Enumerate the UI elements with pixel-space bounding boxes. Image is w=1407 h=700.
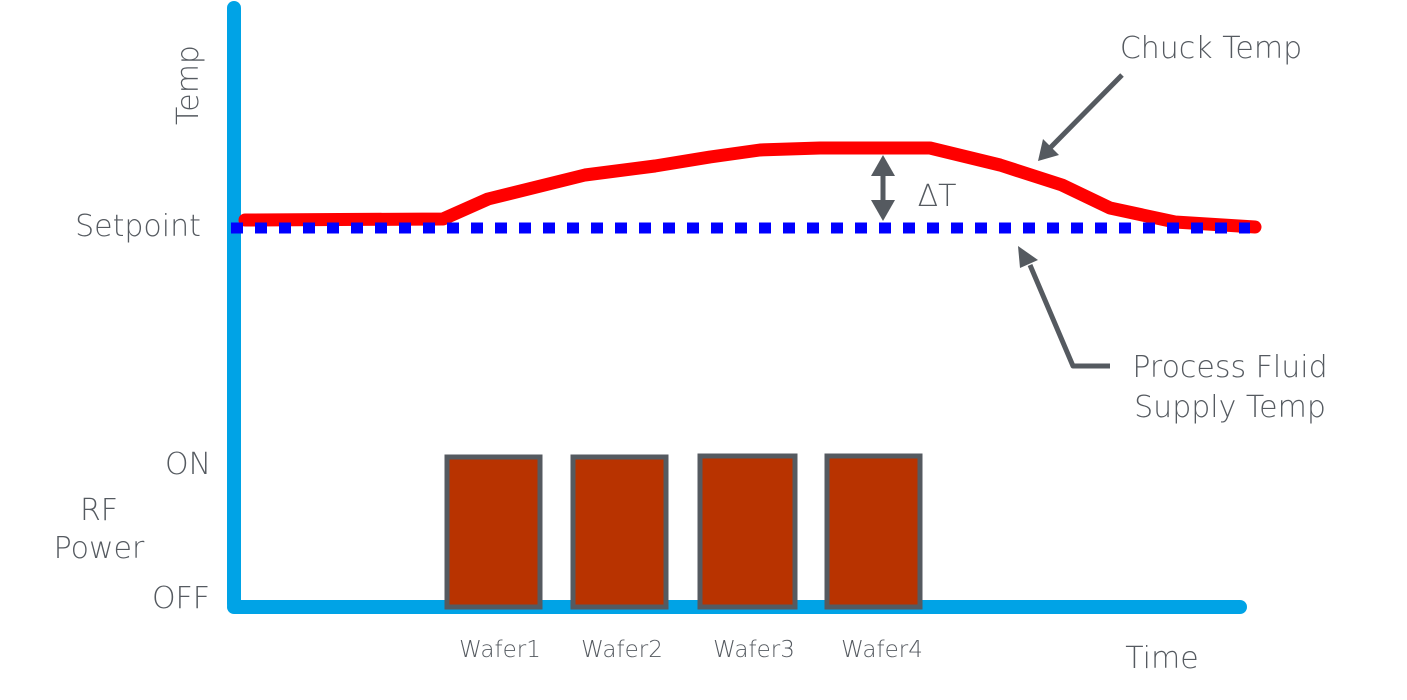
off-label: OFF: [152, 581, 210, 616]
temp-axis-label: Temp: [171, 45, 206, 125]
wafer-block-1: [444, 454, 543, 610]
wafer-block-3: [697, 453, 798, 610]
on-label: ON: [165, 447, 211, 482]
wafer-label-1: Wafer1: [459, 637, 541, 663]
delta-t-label: ΔT: [918, 179, 957, 214]
setpoint-label: Setpoint: [75, 209, 201, 244]
arrow-pointer-icon: [1038, 73, 1124, 161]
wafer-block-4: [824, 453, 923, 610]
process-fluid-label-line2: Supply Temp: [1134, 390, 1326, 425]
chuck-temp-curve: [238, 141, 1262, 234]
wafer-block-2: [570, 454, 669, 610]
wafer-label-3: Wafer3: [713, 637, 795, 663]
wafer-label-4: Wafer4: [841, 637, 923, 663]
time-axis-label: Time: [1125, 641, 1198, 676]
wafer-label-2: Wafer2: [581, 637, 663, 663]
process-fluid-label-line1: Process Fluid: [1132, 350, 1327, 385]
rf-label: RF: [80, 493, 118, 528]
double-headed-arrow-icon: [871, 155, 895, 221]
power-label: Power: [54, 531, 145, 566]
chuck-temp-label: Chuck Temp: [1120, 31, 1302, 66]
arrow-pointer-icon: [1018, 246, 1110, 369]
